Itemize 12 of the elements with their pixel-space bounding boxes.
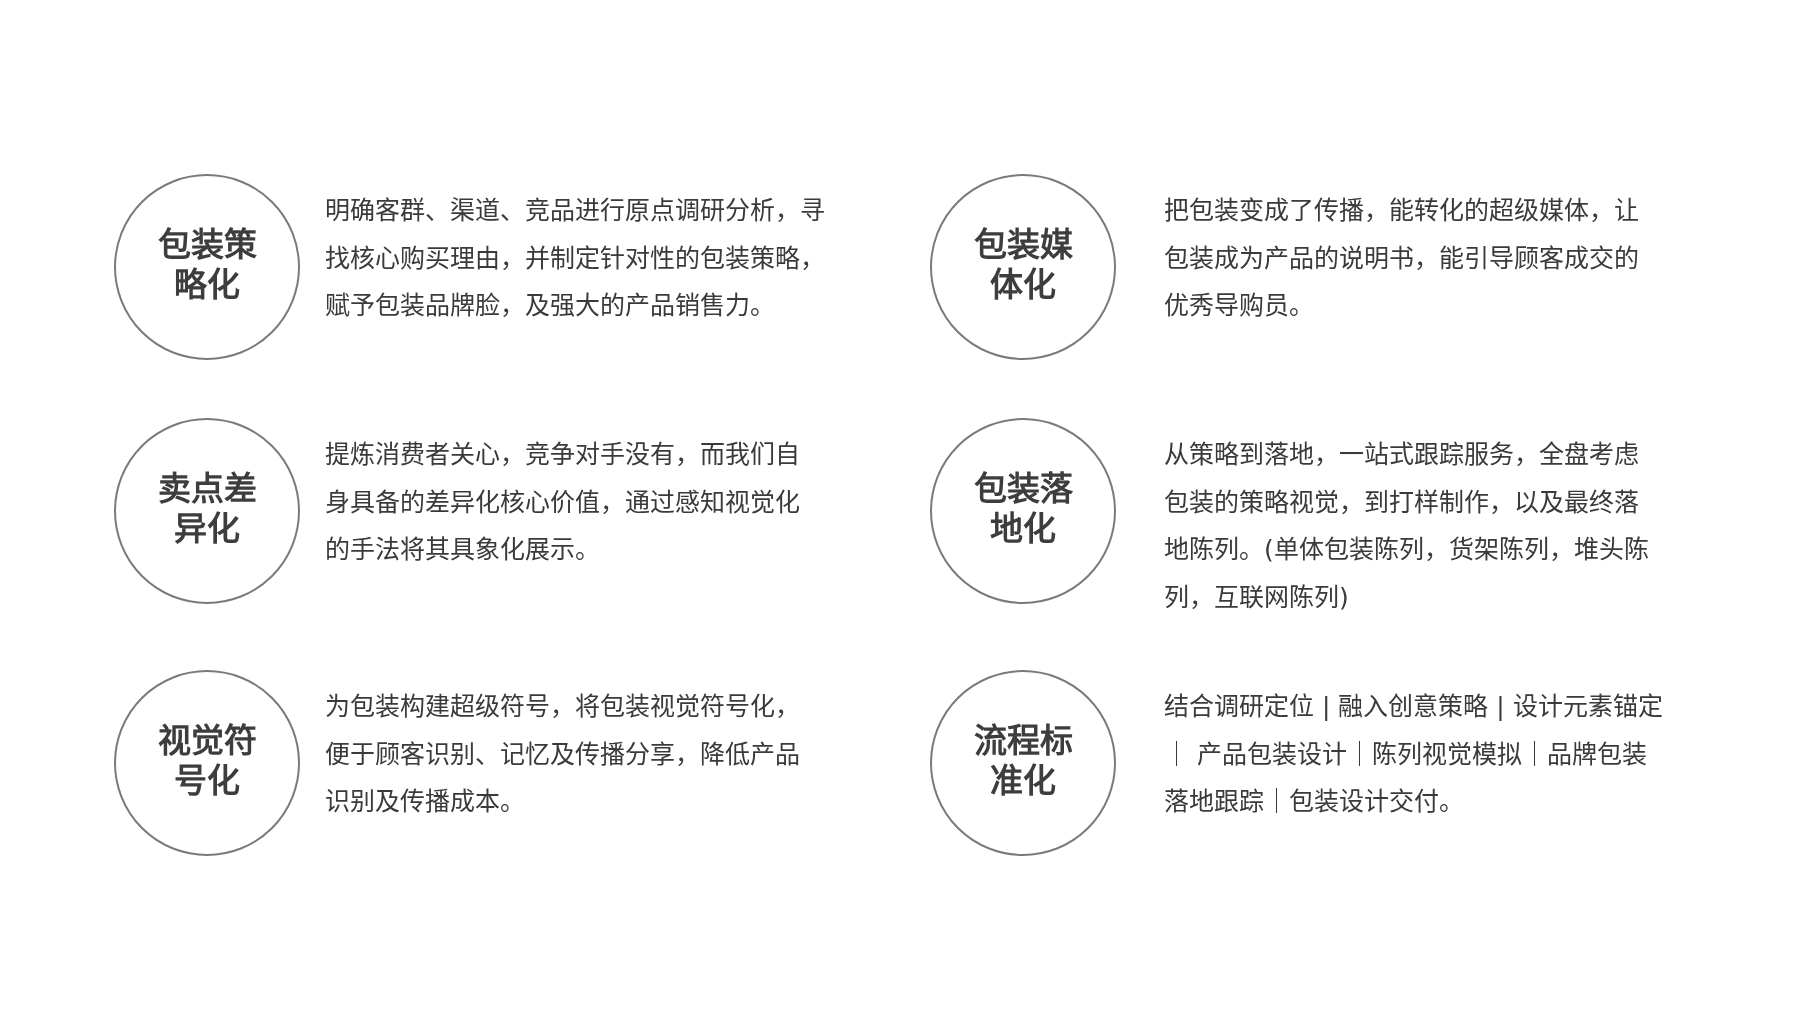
- node-title: 视觉符号化: [156, 721, 258, 801]
- node-title: 卖点差异化: [156, 469, 258, 549]
- description-text: 明确客群、渠道、竞品进行原点调研分析，寻找核心购买理由，并制定针对性的包装策略，赋予包装品牌脸，及强大的产品销售力。: [325, 195, 826, 322]
- node-title: 包装落地化: [972, 469, 1074, 549]
- description-text: 从策略到落地，一站式跟踪服务，全盘考虑包装的策略视觉，到打样制作，以及最终落地陈列。(单体包装陈列，货架陈列，堆头陈列，互联网陈列): [1164, 439, 1650, 614]
- node-title: 流程标准化: [972, 721, 1074, 801]
- node-title: 包装策略化: [156, 225, 258, 305]
- description-text: 结合调研定位 | 融入创意策略 | 设计元素锚定｜ 产品包装设计｜陈列视觉模拟｜品牌包装落地跟踪｜包装设计交付。: [1164, 691, 1664, 818]
- description-text: 把包装变成了传播，能转化的超级媒体，让包装成为产品的说明书，能引导顾客成交的优秀导购员。: [1164, 195, 1640, 322]
- description-text: 为包装构建超级符号，将包装视觉符号化，便于顾客识别、记忆及传播分享，降低产品识别及传播成本。: [325, 691, 801, 818]
- node-title: 包装媒体化: [972, 225, 1074, 305]
- description-text: 提炼消费者关心，竞争对手没有，而我们自身具备的差异化核心价值，通过感知视觉化的手法将其具象化展示。: [325, 439, 801, 566]
